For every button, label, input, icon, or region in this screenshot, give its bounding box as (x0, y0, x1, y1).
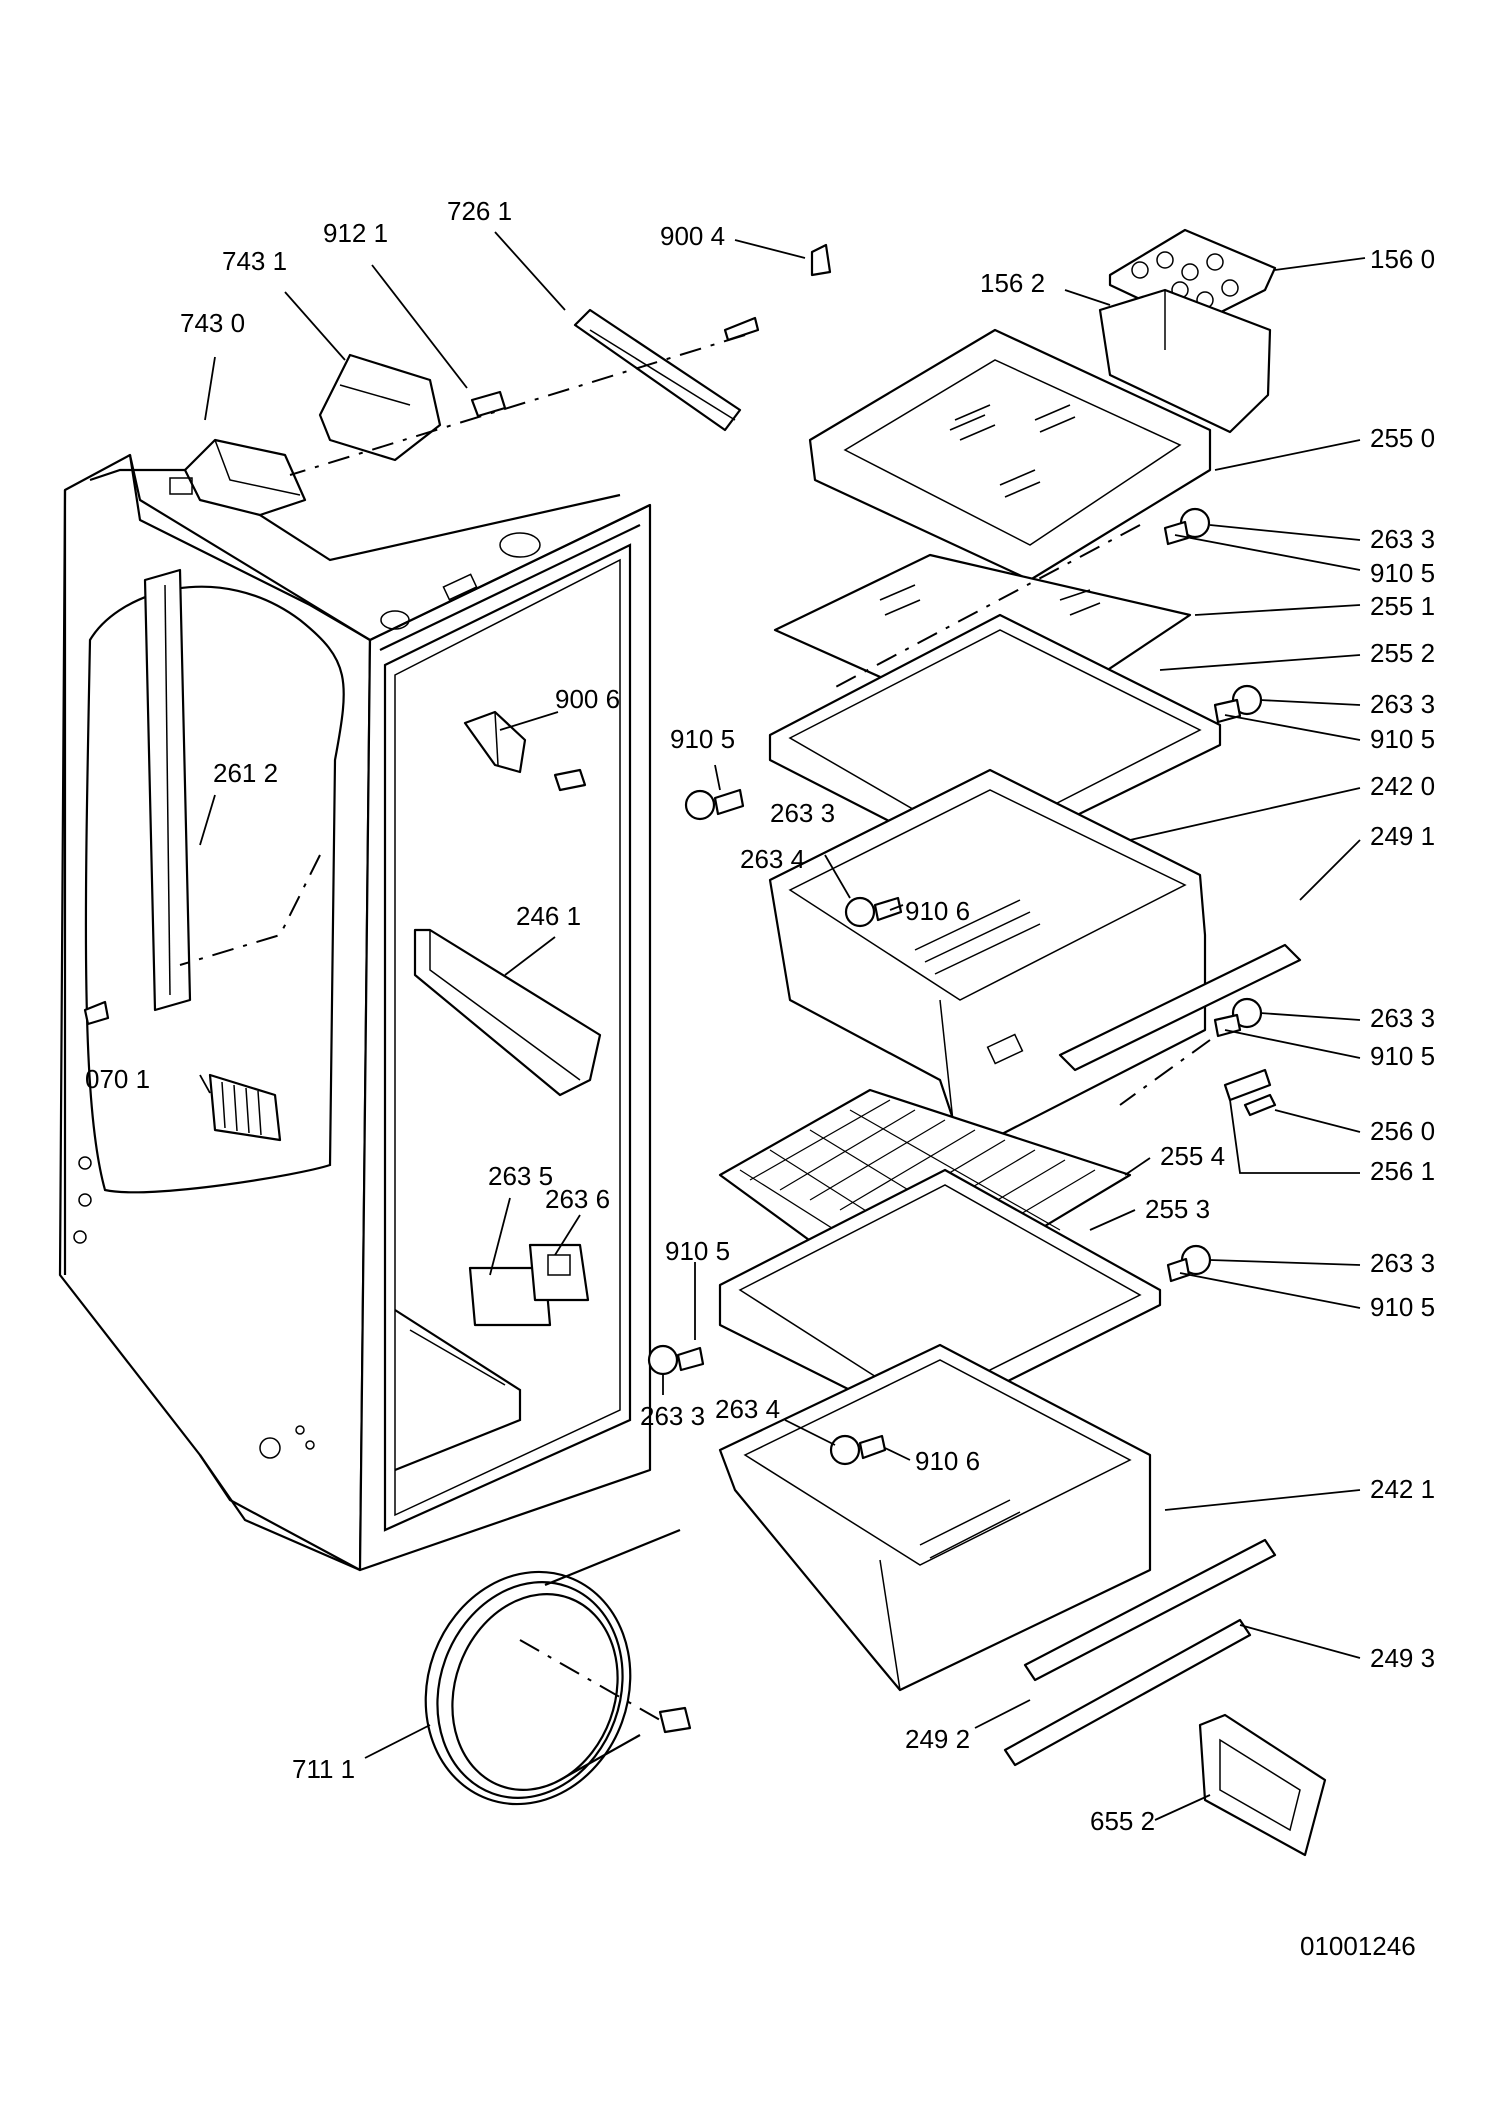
callout-263-3: 263 3 (1370, 1003, 1435, 1033)
document-number: 01001246 (1300, 1931, 1416, 1961)
callout-263-5: 263 5 (488, 1161, 553, 1191)
callout-910-5: 910 5 (1370, 558, 1435, 588)
callout-249-1: 249 1 (1370, 821, 1435, 851)
leader-lines (199, 231, 1366, 1821)
control-housing-part (169, 438, 307, 517)
callout-255-0: 255 0 (1370, 423, 1435, 453)
lower-trim-part (1023, 1538, 1277, 1682)
callout-726-1: 726 1 (447, 196, 512, 226)
top-shelf-part (808, 328, 1212, 582)
callout-912-1: 912 1 (323, 218, 388, 248)
drawer-slide-part (1223, 1068, 1277, 1117)
callout-255-4: 255 4 (1160, 1141, 1225, 1171)
callout-263-3: 263 3 (640, 1401, 705, 1431)
lower-trim-part (1003, 1618, 1252, 1767)
callout-655-2: 655 2 (1090, 1806, 1155, 1836)
callout-910-5: 910 5 (1370, 1041, 1435, 1071)
callout-910-5: 910 5 (665, 1236, 730, 1266)
callout-156-2: 156 2 (980, 268, 1045, 298)
callout-910-6: 910 6 (915, 1446, 980, 1476)
bottom-cover-frame-part (718, 1168, 1162, 1427)
callout-263-4: 263 4 (740, 844, 805, 874)
control-bracket-part (318, 353, 442, 462)
callout-900-4: 900 4 (660, 221, 725, 251)
callout-255-2: 255 2 (1370, 638, 1435, 668)
callout-242-1: 242 1 (1370, 1474, 1435, 1504)
callout-900-6: 900 6 (555, 684, 620, 714)
callout-910-5: 910 5 (1370, 1292, 1435, 1322)
tube-coil-part (424, 1528, 692, 1806)
callout-261-2: 261 2 (213, 758, 278, 788)
callout-255-1: 255 1 (1370, 591, 1435, 621)
callout-263-6: 263 6 (545, 1184, 610, 1214)
callout-156-0: 156 0 (1370, 244, 1435, 274)
drawer-trim-part (1058, 943, 1302, 1072)
callout-263-3: 263 3 (1370, 1248, 1435, 1278)
callout-263-3: 263 3 (1370, 524, 1435, 554)
bottom-drawer-part (718, 1343, 1152, 1692)
callout-242-0: 242 0 (1370, 771, 1435, 801)
callout-263-3: 263 3 (770, 798, 835, 828)
callout-910-5: 910 5 (670, 724, 735, 754)
callout-256-0: 256 0 (1370, 1116, 1435, 1146)
shelf-support-knobs (83, 507, 1263, 1466)
callout-711-1: 711 1 (292, 1754, 355, 1784)
rail-bracket-part (413, 928, 602, 1097)
lamp-bracket-part (468, 1243, 590, 1327)
crisper-cover-frame-part (768, 613, 1222, 867)
callout-910-6: 910 6 (905, 896, 970, 926)
callout-246-1: 246 1 (516, 901, 581, 931)
callout-255-3: 255 3 (1145, 1194, 1210, 1224)
callout-256-1: 256 1 (1370, 1156, 1435, 1186)
screw-part (470, 390, 507, 418)
callout-910-5: 910 5 (1370, 724, 1435, 754)
callout-743-0: 743 0 (180, 308, 245, 338)
top-rail-part (573, 308, 742, 432)
callout-743-1: 743 1 (222, 246, 287, 276)
clip-part (810, 243, 832, 277)
crisper-drawer-part (768, 768, 1207, 1142)
callout-249-2: 249 2 (905, 1724, 970, 1754)
callout-249-3: 249 3 (1370, 1643, 1435, 1673)
door-panel-part (1198, 1713, 1327, 1857)
air-vent-part (208, 1073, 282, 1142)
callout-070-1: 070 1 (85, 1064, 150, 1094)
callout-263-3: 263 3 (1370, 689, 1435, 719)
dairy-bin-part (1098, 228, 1277, 434)
callout-263-4: 263 4 (715, 1394, 780, 1424)
